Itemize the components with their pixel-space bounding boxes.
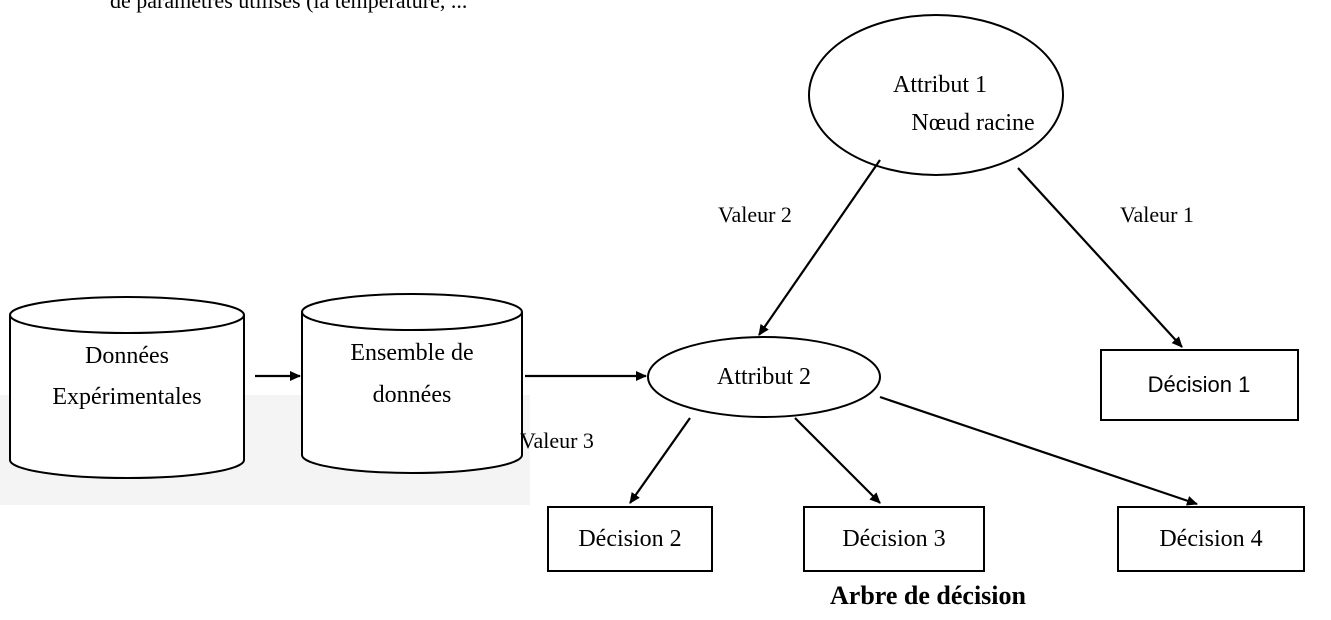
data-source-label-line2: Expérimentales — [52, 384, 201, 410]
decision-2-box: Décision 2 — [547, 506, 713, 572]
arrow-root-to-decision-1 — [1017, 167, 1183, 348]
diagram-caption: Arbre de décision — [830, 581, 1026, 610]
arrow-attribute-2-to-decision-2 — [629, 417, 691, 504]
edge-label-value-3: Valeur 3 — [520, 428, 594, 453]
decision-3-box: Décision 3 — [803, 506, 985, 572]
data-source-cylinder: Données Expérimentales — [9, 296, 245, 479]
decision-1-box: Décision 1 — [1100, 349, 1299, 421]
arrow-root-to-attribute-2 — [758, 159, 881, 336]
edge-label-value-1: Valeur 1 — [1120, 202, 1194, 227]
decision-2-label: Décision 2 — [578, 526, 681, 552]
decision-4-box: Décision 4 — [1117, 506, 1305, 572]
attribute-2-label: Attribut 2 — [717, 364, 811, 390]
root-node: Attribut 1 Nœud racine — [808, 14, 1064, 176]
arrow-attribute-2-to-decision-3 — [794, 417, 881, 504]
attribute-2-node: Attribut 2 — [647, 336, 881, 418]
dataset-label-line1: Ensemble de — [350, 340, 473, 366]
edge-label-value-2: Valeur 2 — [718, 202, 792, 227]
root-node-label-line2: Nœud racine — [911, 110, 1034, 136]
root-node-label-line1: Attribut 1 — [893, 72, 987, 98]
arrow-attribute-2-to-decision-4 — [879, 395, 1198, 506]
decision-3-label: Décision 3 — [842, 526, 945, 552]
decision-1-label: Décision 1 — [1148, 372, 1251, 397]
decision-4-label: Décision 4 — [1159, 526, 1262, 552]
header-partial-text: de paramètres utilisés (la température, … — [110, 0, 467, 13]
dataset-cylinder: Ensemble de données — [301, 293, 523, 474]
data-source-label-line1: Données — [85, 343, 169, 369]
dataset-label-line2: données — [373, 382, 452, 408]
